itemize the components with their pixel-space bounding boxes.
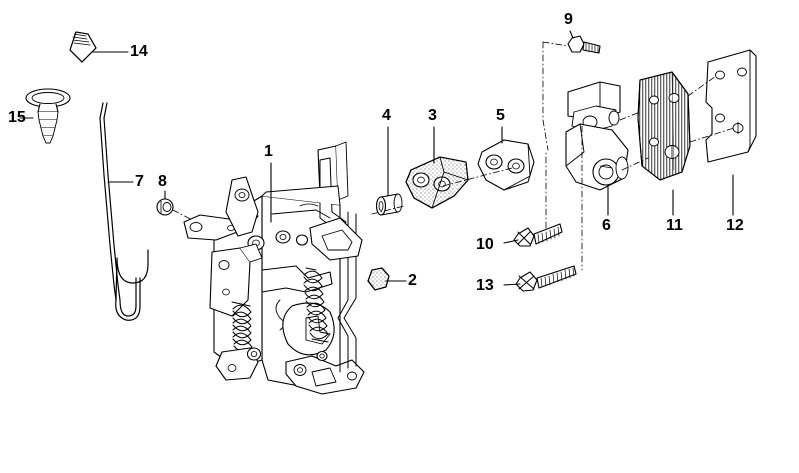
part-2-hex-nut xyxy=(367,267,390,291)
part-8-nut xyxy=(156,198,174,216)
callout-label-7: 7 xyxy=(135,173,144,190)
part-6-catch-striker xyxy=(565,81,629,191)
leader-10 xyxy=(503,239,519,244)
assembly-line-9b xyxy=(542,41,549,151)
part-13-screw-long xyxy=(515,265,577,292)
callout-label-6: 6 xyxy=(602,217,611,234)
callout-label-12: 12 xyxy=(726,217,744,234)
callout-label-15: 15 xyxy=(8,109,26,126)
part-10-screw-short xyxy=(513,223,563,247)
assembly-line-5 xyxy=(442,167,513,187)
leader-9 xyxy=(569,30,574,39)
callout-label-11: 11 xyxy=(666,217,683,234)
assembly-line-12b xyxy=(689,127,735,143)
callout-label-1: 1 xyxy=(264,143,273,160)
callout-label-13: 13 xyxy=(476,277,494,294)
callout-label-2: 2 xyxy=(408,272,417,289)
part-12-mounting-plate xyxy=(705,49,757,163)
part-3-striker-bracket xyxy=(405,156,469,209)
part-9-hex-bolt xyxy=(567,35,601,54)
assembly-line-12a xyxy=(687,75,717,97)
callout-label-8: 8 xyxy=(158,173,167,190)
part-15-clip xyxy=(25,88,71,144)
part-1-lock-assembly xyxy=(183,141,365,395)
assembly-line-11b xyxy=(621,157,649,171)
callout-label-10: 10 xyxy=(476,236,494,253)
callout-label-5: 5 xyxy=(496,107,505,124)
part-5-wedge-block xyxy=(477,139,535,191)
callout-label-9: 9 xyxy=(564,11,573,28)
part-11-hinge-plate xyxy=(637,71,691,181)
leader-13 xyxy=(503,283,521,286)
callout-label-4: 4 xyxy=(382,107,391,124)
part-14-grommet xyxy=(69,31,97,63)
part-7-control-rod xyxy=(99,102,149,321)
assembly-line-4 xyxy=(371,205,405,215)
part-4-bushing xyxy=(375,193,403,216)
callout-label-3: 3 xyxy=(428,107,437,124)
callout-label-14: 14 xyxy=(130,43,148,60)
assembly-line-9a xyxy=(542,41,569,47)
assembly-line-11a xyxy=(619,111,641,121)
